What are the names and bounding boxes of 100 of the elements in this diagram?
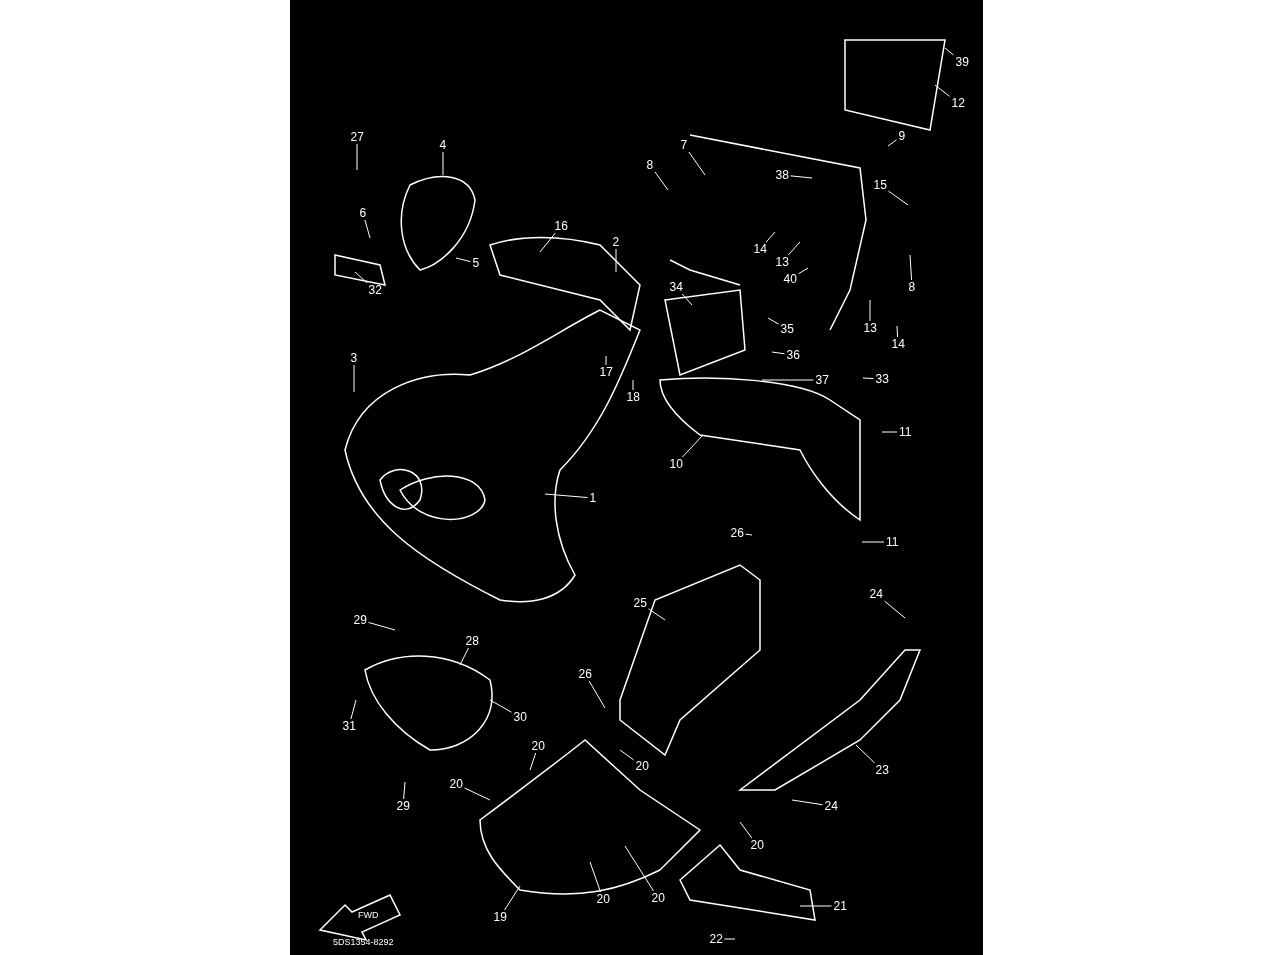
callout-number: 13 bbox=[773, 255, 791, 269]
callout-number: 24 bbox=[867, 587, 885, 601]
callout-number: 28 bbox=[463, 634, 481, 648]
leader-line bbox=[624, 845, 655, 892]
callout-number: 6 bbox=[357, 206, 369, 220]
leader-line bbox=[888, 190, 909, 206]
callout-number: 33 bbox=[873, 372, 891, 386]
leader-line bbox=[539, 232, 556, 253]
leader-line bbox=[504, 885, 521, 911]
leader-line bbox=[862, 377, 874, 380]
callout-number: 18 bbox=[624, 390, 642, 404]
callout-number: 16 bbox=[552, 219, 570, 233]
callout-number: 29 bbox=[394, 799, 412, 813]
direction-label: FWD bbox=[358, 910, 379, 920]
leader-line bbox=[887, 139, 897, 147]
leader-line bbox=[934, 84, 950, 97]
callout-number: 7 bbox=[678, 138, 690, 152]
leader-line bbox=[881, 431, 898, 433]
callout-number: 4 bbox=[437, 138, 449, 152]
callout-number: 13 bbox=[861, 321, 879, 335]
callout-number: 2 bbox=[610, 235, 622, 249]
callout-number: 9 bbox=[896, 129, 908, 143]
leader-line bbox=[654, 171, 669, 191]
leader-line bbox=[745, 533, 753, 536]
callout-number: 11 bbox=[884, 535, 901, 549]
leader-line bbox=[529, 752, 537, 771]
leader-line bbox=[356, 143, 358, 171]
leader-line bbox=[765, 231, 776, 243]
callout-number: 19 bbox=[491, 910, 509, 924]
leader-line bbox=[455, 257, 471, 263]
leader-line bbox=[869, 299, 871, 322]
callout-number: 17 bbox=[597, 365, 615, 379]
callout-number: 1 bbox=[587, 491, 599, 505]
callout-number: 12 bbox=[949, 96, 967, 110]
callout-number: 20 bbox=[447, 777, 465, 791]
leader-line bbox=[354, 271, 368, 284]
callout-number: 38 bbox=[773, 168, 791, 182]
callout-number: 8 bbox=[644, 158, 656, 172]
callout-number: 32 bbox=[366, 283, 384, 297]
callout-number: 31 bbox=[340, 719, 358, 733]
callout-number: 5 bbox=[470, 256, 482, 270]
leader-line bbox=[791, 799, 823, 806]
leader-line bbox=[855, 744, 876, 764]
leader-line bbox=[767, 317, 779, 325]
callout-number: 3 bbox=[348, 351, 360, 365]
leader-line bbox=[771, 351, 785, 355]
leader-line bbox=[688, 151, 706, 176]
callout-number: 20 bbox=[633, 759, 651, 773]
callout-number: 39 bbox=[953, 55, 971, 69]
leader-line bbox=[350, 699, 357, 720]
callout-number: 34 bbox=[667, 280, 685, 294]
leader-line bbox=[589, 861, 602, 893]
leader-line bbox=[605, 355, 607, 366]
leader-line bbox=[464, 787, 491, 801]
callout-number: 14 bbox=[751, 242, 769, 256]
leader-line bbox=[364, 219, 371, 239]
leader-line bbox=[682, 435, 703, 458]
leader-line bbox=[883, 600, 906, 619]
callout-number: 27 bbox=[348, 130, 366, 144]
leader-line bbox=[403, 781, 406, 800]
leader-line bbox=[724, 938, 736, 940]
callout-number: 14 bbox=[889, 337, 907, 351]
callout-number: 36 bbox=[784, 348, 802, 362]
leader-line bbox=[368, 621, 396, 631]
leader-line bbox=[761, 379, 814, 381]
leader-line bbox=[648, 608, 666, 621]
leader-line bbox=[944, 47, 954, 56]
leader-line bbox=[909, 254, 913, 281]
leader-line bbox=[681, 293, 693, 306]
leader-line bbox=[442, 151, 444, 176]
callout-number: 26 bbox=[728, 526, 746, 540]
callout-number: 30 bbox=[511, 710, 529, 724]
leader-line bbox=[353, 364, 355, 393]
callout-number: 15 bbox=[871, 178, 889, 192]
callout-number: 35 bbox=[778, 322, 796, 336]
callout-number: 8 bbox=[906, 280, 918, 294]
callout-number: 26 bbox=[576, 667, 594, 681]
callout-number: 11 bbox=[897, 425, 914, 439]
callout-number: 37 bbox=[813, 373, 831, 387]
callout-number: 20 bbox=[748, 838, 766, 852]
leader-line bbox=[787, 241, 801, 256]
callout-number: 20 bbox=[649, 891, 667, 905]
leader-line bbox=[896, 325, 899, 338]
callout-number: 10 bbox=[667, 457, 685, 471]
leader-line bbox=[619, 749, 634, 761]
callout-number: 21 bbox=[831, 899, 849, 913]
leader-line bbox=[459, 647, 469, 666]
callout-number: 24 bbox=[822, 799, 840, 813]
leader-line bbox=[632, 379, 634, 391]
leader-line bbox=[588, 680, 606, 709]
callout-number: 23 bbox=[873, 763, 891, 777]
callout-number: 29 bbox=[351, 613, 369, 627]
leader-line bbox=[861, 541, 885, 543]
callout-number: 40 bbox=[781, 272, 799, 286]
callout-number: 25 bbox=[631, 596, 649, 610]
leader-line bbox=[489, 699, 512, 713]
leader-line bbox=[790, 175, 813, 179]
drawing-code: 5DS1354-8292 bbox=[333, 937, 394, 947]
leader-line bbox=[799, 905, 832, 907]
leader-line bbox=[798, 267, 809, 275]
